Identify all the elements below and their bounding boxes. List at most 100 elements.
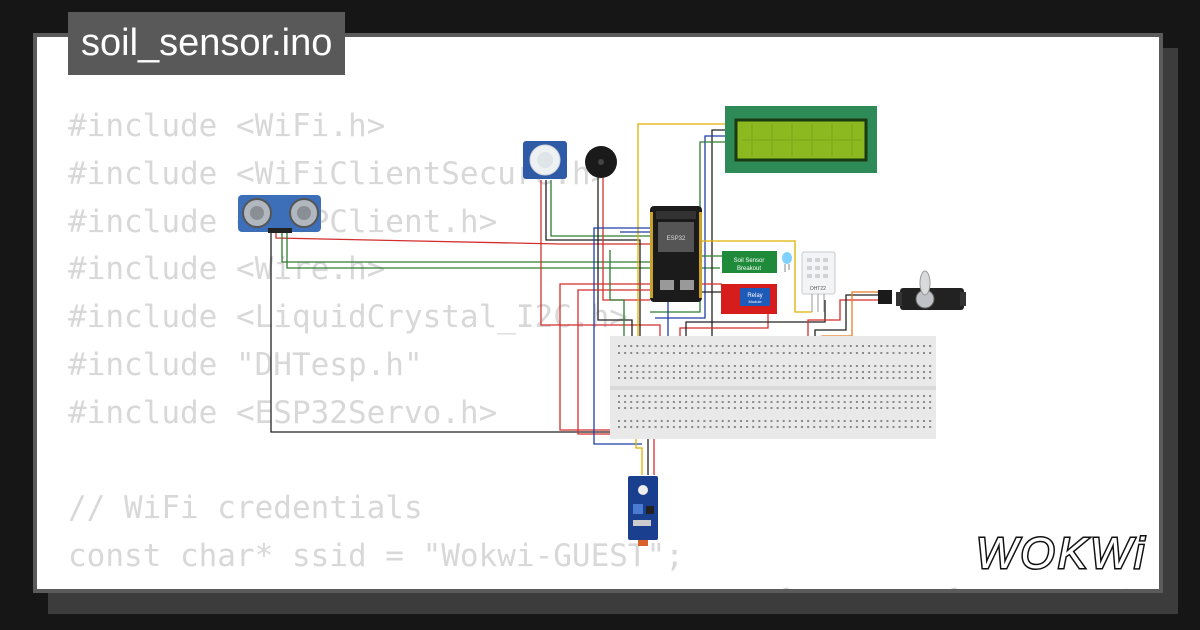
breadboard-hole: [648, 407, 651, 409]
breadboard-hole: [916, 426, 919, 428]
breadboard-hole: [758, 407, 761, 409]
breadboard-hole: [672, 352, 675, 354]
breadboard-hole: [642, 420, 645, 422]
relay-module[interactable]: Relay Module: [721, 284, 777, 314]
breadboard-hole: [776, 365, 779, 367]
breadboard-hole: [770, 365, 773, 367]
breadboard-hole: [892, 395, 895, 397]
breadboard-hole: [703, 352, 706, 354]
servo-motor[interactable]: [878, 270, 966, 310]
breadboard-hole: [746, 426, 749, 428]
breadboard-hole: [868, 345, 871, 347]
breadboard-hole: [636, 352, 639, 354]
breadboard-hole: [831, 345, 834, 347]
breadboard-hole: [831, 395, 834, 397]
breadboard-hole: [868, 371, 871, 373]
breadboard-hole: [898, 420, 901, 422]
breadboard-hole: [697, 420, 700, 422]
brand-wordmark: WOKWi: [976, 529, 1147, 578]
breadboard-hole: [929, 365, 932, 367]
dht22-sensor[interactable]: DHT22: [801, 251, 836, 312]
breadboard-hole: [892, 371, 895, 373]
breadboard-hole: [648, 377, 651, 379]
breadboard-hole: [715, 377, 718, 379]
breadboard-hole: [831, 401, 834, 403]
breadboard-hole: [880, 401, 883, 403]
breadboard-hole: [849, 371, 852, 373]
breadboard-hole: [831, 352, 834, 354]
breadboard-hole: [630, 365, 633, 367]
breadboard-hole: [685, 345, 688, 347]
breadboard-hole: [642, 401, 645, 403]
breadboard-hole: [733, 365, 736, 367]
breadboard-hole: [648, 426, 651, 428]
breadboard-hole: [825, 395, 828, 397]
breadboard-hole: [801, 401, 803, 403]
breadboard-hole: [849, 365, 852, 367]
breadboard-hole: [874, 377, 877, 379]
breadboard[interactable]: [610, 336, 936, 439]
breadboard-hole: [825, 426, 828, 428]
breadboard-hole: [672, 395, 675, 397]
breadboard-hole: [904, 407, 907, 409]
breadboard-hole: [764, 420, 767, 422]
breadboard-hole: [825, 377, 828, 379]
breadboard-hole: [916, 420, 919, 422]
breadboard-hole: [862, 401, 864, 403]
breadboard-hole: [782, 401, 785, 403]
breadboard-hole: [666, 426, 669, 428]
breadboard-hole: [880, 365, 883, 367]
breadboard-hole: [916, 352, 919, 354]
breadboard-hole: [904, 371, 907, 373]
breadboard-hole: [776, 395, 779, 397]
photoresistor-module[interactable]: [628, 476, 658, 546]
breadboard-hole: [660, 377, 663, 379]
breadboard-hole: [752, 407, 755, 409]
breadboard-hole: [636, 345, 639, 347]
breadboard-hole: [679, 426, 681, 428]
breadboard-hole: [746, 365, 749, 367]
breadboard-hole: [788, 371, 791, 373]
breadboard-hole: [849, 345, 852, 347]
breadboard-hole: [868, 377, 871, 379]
breadboard-hole: [703, 395, 706, 397]
breadboard-hole: [672, 401, 675, 403]
breadboard-hole: [685, 352, 688, 354]
wire-red-bb: [559, 283, 650, 431]
breadboard-hole: [923, 407, 925, 409]
ultrasonic-sensor[interactable]: [238, 195, 321, 233]
breadboard-hole: [624, 365, 627, 367]
led[interactable]: [782, 252, 792, 272]
breadboard-hole: [886, 420, 889, 422]
breadboard-hole: [752, 352, 755, 354]
lcd-display[interactable]: [725, 106, 877, 173]
breadboard-hole: [910, 395, 913, 397]
breadboard-hole: [672, 420, 675, 422]
breadboard-hole: [782, 377, 785, 379]
buzzer[interactable]: [585, 146, 617, 178]
breadboard-hole: [923, 371, 925, 373]
breadboard-hole: [874, 426, 877, 428]
esp32-board[interactable]: ESP32: [650, 206, 702, 302]
breadboard-hole: [672, 407, 675, 409]
breadboard-hole: [880, 426, 883, 428]
wire-red-1: [275, 232, 650, 245]
pir-sensor[interactable]: [523, 141, 567, 179]
breadboard-hole: [721, 395, 724, 397]
breadboard-hole: [855, 345, 858, 347]
breadboard-hole: [898, 352, 901, 354]
breadboard-hole: [807, 345, 810, 347]
soil-sensor-breakout[interactable]: Soil Sensor Breakout: [722, 251, 777, 273]
breadboard-hole: [685, 395, 688, 397]
breadboard-hole: [618, 426, 620, 428]
breadboard-hole: [788, 365, 791, 367]
breadboard-hole: [691, 377, 694, 379]
breadboard-hole: [648, 420, 651, 422]
breadboard-hole: [837, 401, 840, 403]
breadboard-hole: [697, 345, 700, 347]
breadboard-hole: [721, 420, 724, 422]
breadboard-hole: [618, 401, 620, 403]
breadboard-hole: [618, 395, 620, 397]
breadboard-hole: [721, 352, 724, 354]
